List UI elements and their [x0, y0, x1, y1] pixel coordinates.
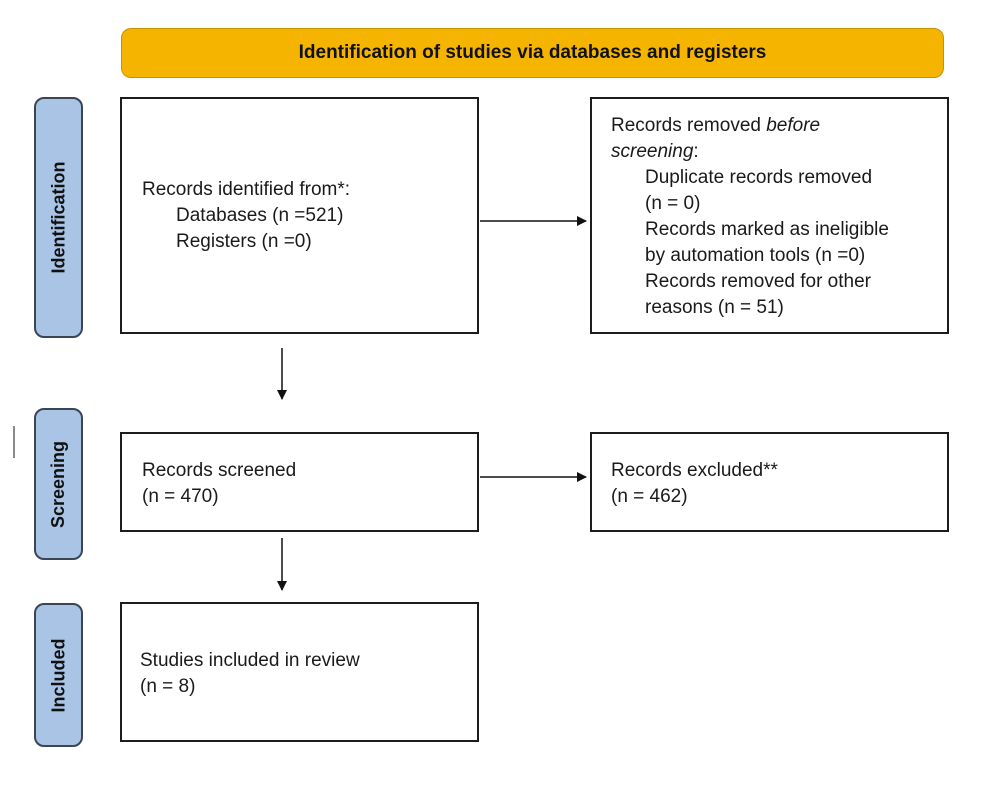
- identified-databases: Databases (n =521): [176, 205, 344, 226]
- excluded-count: (n = 462): [611, 486, 688, 507]
- removed-heading-line2: screening:: [611, 139, 947, 165]
- removed-other-line2: reasons (n = 51): [645, 297, 784, 318]
- removed-duplicates-line1: Duplicate records removed: [645, 167, 873, 188]
- identified-registers: Registers (n =0): [176, 231, 312, 252]
- removed-ineligible-line2: by automation tools (n =0): [645, 245, 866, 266]
- identified-heading: Records identified from*:: [142, 179, 351, 200]
- phase-tab-screening: Screening: [34, 408, 83, 560]
- header-title: Identification of studies via databases …: [298, 42, 767, 63]
- records-excluded-box: Records excluded** (n = 462): [590, 432, 949, 532]
- removed-duplicates-line2: (n = 0): [645, 193, 701, 214]
- screened-label: Records screened: [142, 460, 297, 481]
- removed-heading-prefix: Records removed: [611, 115, 767, 136]
- records-identified-box: Records identified from*: Databases (n =…: [120, 97, 479, 334]
- removed-heading-suffix: :: [693, 141, 699, 162]
- removed-ineligible-line1: Records marked as ineligible: [645, 219, 889, 240]
- phase-tab-identification: Identification: [34, 97, 83, 338]
- screened-count: (n = 470): [142, 486, 219, 507]
- included-count: (n = 8): [140, 676, 196, 697]
- records-removed-box: Records removed before screening: Duplic…: [590, 97, 949, 334]
- records-screened-box: Records screened (n = 470): [120, 432, 479, 532]
- removed-heading-line1: Records removed before: [611, 113, 947, 139]
- excluded-label: Records excluded**: [611, 460, 778, 481]
- removed-heading-emph-before: before: [766, 115, 821, 136]
- studies-included-box: Studies included in review (n = 8): [120, 602, 479, 742]
- phase-tab-included: Included: [34, 603, 83, 747]
- included-label: Studies included in review: [140, 650, 360, 671]
- identification-header: Identification of studies via databases …: [121, 28, 944, 78]
- removed-heading-emph-screening: screening: [611, 141, 694, 162]
- removed-other-line1: Records removed for other: [645, 271, 871, 292]
- stray-line-mark: [13, 426, 15, 458]
